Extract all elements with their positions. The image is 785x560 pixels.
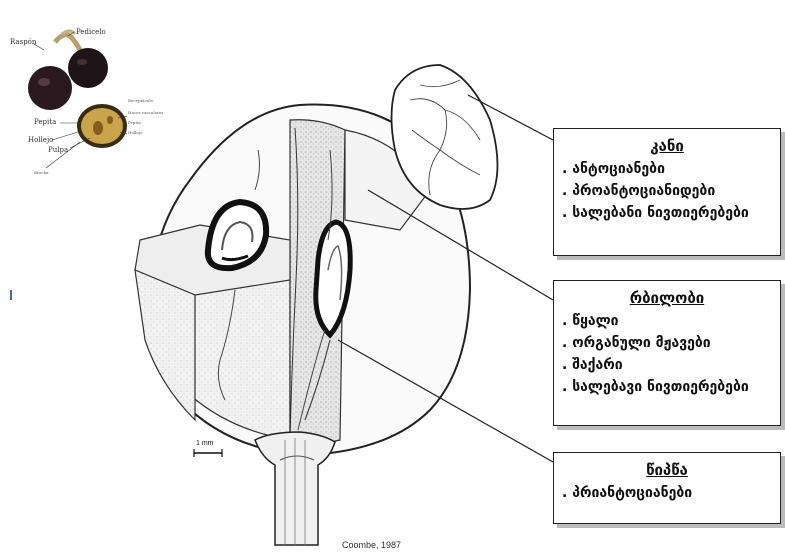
- wedge-side: [135, 270, 195, 420]
- pulp-item: . სალებავი ნივთიერებები: [562, 379, 780, 395]
- pulp-info-box: რბილობი . წყალი . ორგანული მჟავები . შაქ…: [553, 280, 781, 426]
- skin-item: . სალებანი ნივთიერებები: [562, 205, 780, 221]
- skin-item: . პროანტოციანიდები: [562, 183, 780, 199]
- pulp-item: . ორგანული მჟავები: [562, 335, 780, 351]
- seed-info-box: წიპწა . პრიანტოციანები: [553, 452, 781, 524]
- seed-item: . პრიანტოციანები: [562, 485, 780, 501]
- left-edge-mark: [10, 290, 12, 300]
- skin-info-box: კანი . ანტოციანები . პროანტოციანიდები . …: [553, 128, 781, 256]
- pulp-item: . შაქარი: [562, 357, 780, 373]
- skin-item: . ანტოციანები: [562, 161, 780, 177]
- scale-bar-label: 1 mm: [196, 440, 214, 447]
- pulp-box-title: რბილობი: [554, 289, 780, 307]
- seed-box-title: წიპწა: [554, 461, 780, 479]
- skin-box-title: კანი: [554, 137, 780, 155]
- pulp-item: . წყალი: [562, 313, 780, 329]
- figure-credit: Coombe, 1987: [342, 540, 401, 550]
